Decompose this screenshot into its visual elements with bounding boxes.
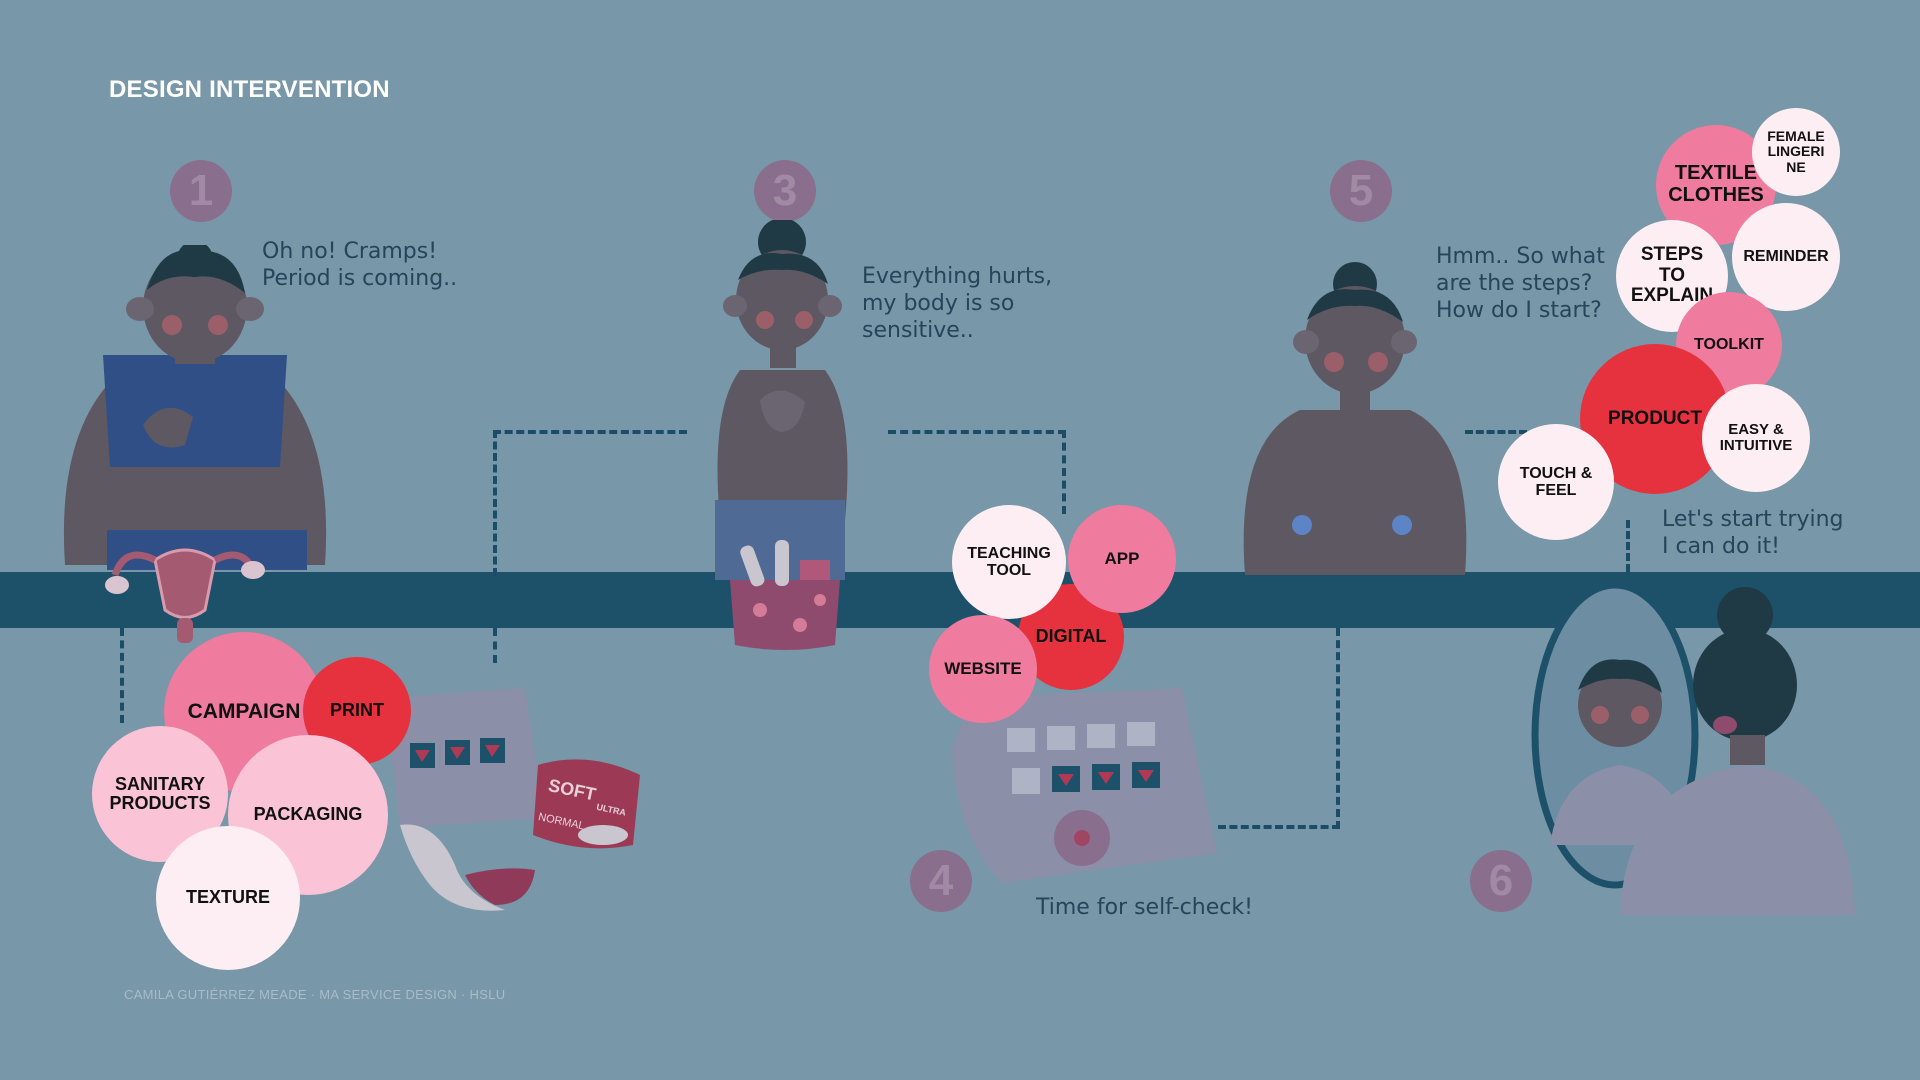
bubble-website: WEBSITE (929, 615, 1037, 723)
bubble-reminder: REMINDER (1732, 203, 1840, 311)
connector-5-6-down (1626, 520, 1630, 572)
step-number-3: 3 (754, 160, 816, 222)
bubble-print: PRINT (303, 657, 411, 765)
speech-step-5: Hmm.. So what are the steps? How do I st… (1436, 244, 1605, 323)
step-number-4: 4 (910, 850, 972, 912)
connector-1-2 (120, 628, 124, 723)
bubble-female-lingerie: FEMALE LINGERI NE (1752, 108, 1840, 196)
woman-figure-icon (1243, 262, 1467, 575)
calendar-icon (952, 688, 1217, 883)
uterus-icon (105, 548, 265, 643)
pouch-icon (730, 540, 840, 650)
bubble-texture: TEXTURE (156, 826, 300, 970)
woman-figure-icon (63, 245, 327, 570)
bubble-teaching-tool: TEACHING TOOL (952, 505, 1066, 619)
bubble-touch-feel: TOUCH & FEEL (1498, 424, 1614, 540)
connector-2-3 (493, 430, 687, 576)
pad-icon (400, 824, 535, 911)
bubble-app: APP (1068, 505, 1176, 613)
step-number-5: 5 (1330, 160, 1392, 222)
speech-step-6: Let's start trying I can do it! (1662, 507, 1844, 559)
speech-step-4: Time for self-check! (1036, 895, 1253, 920)
step-number-6: 6 (1470, 850, 1532, 912)
connector-5-6 (1465, 430, 1527, 434)
step-number-1: 1 (170, 160, 232, 222)
page-title: DESIGN INTERVENTION (109, 76, 390, 103)
connector-3-4 (888, 430, 1066, 514)
mirror-icon (1531, 585, 1855, 915)
pad-package-icon: SOFT ULTRA NORMAL (533, 759, 640, 849)
connector-4-5 (1218, 628, 1340, 829)
woman-figure-icon (715, 220, 848, 580)
connector-2-3-down (493, 628, 497, 663)
calendar-icon (385, 688, 545, 828)
speech-step-1: Oh no! Cramps! Period is coming.. (262, 239, 458, 291)
bubble-easy-intuitive: EASY & INTUITIVE (1702, 384, 1810, 492)
footer-credit: CAMILA GUTIÉRREZ MEADE · MA SERVICE DESI… (124, 987, 506, 1002)
speech-step-3: Everything hurts, my body is so sensitiv… (862, 264, 1053, 343)
